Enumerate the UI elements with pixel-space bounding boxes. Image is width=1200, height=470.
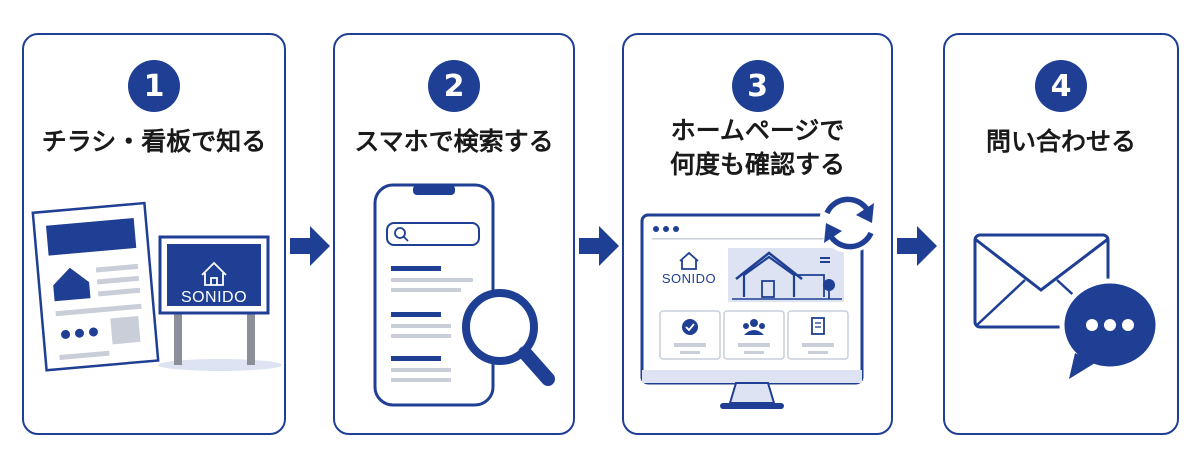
step-number-2: 2 [428,60,480,112]
step-card-3: 3 ホームページで 何度も確認する [622,33,893,435]
signboard-text: SONIDO [180,289,248,306]
step-card-1: 1 チラシ・看板で知る SONIDO [22,33,286,435]
step-title-3-line1: ホームページで [670,116,845,145]
website-logo-text: SONIDO [661,271,717,286]
flyer-icon [31,201,160,372]
step-number-4: 4 [1035,60,1087,112]
magnifier-icon [462,289,555,386]
step-title-4: 問い合わせる [985,127,1136,156]
arrow-right-icon [290,226,330,266]
step-card-4: 4 問い合わせる [943,33,1179,435]
monitor-icon [640,213,864,409]
chat-bubble-icon [1059,278,1161,379]
step-title-3: ホームページで 何度も確認する [624,114,891,182]
step-card-2: 2 スマホで検索する [333,33,575,435]
arrow-right-icon [897,226,937,266]
flyer-signboard-illustration [31,201,282,372]
refresh-icon [819,193,879,253]
smartphone-search-illustration [373,183,555,407]
monitor-website-illustration [640,193,879,409]
signboard-icon [158,235,282,371]
step-title-2: スマホで検索する [354,127,554,156]
arrow-right-icon [579,226,619,266]
step-number-3: 3 [731,60,784,112]
smartphone-icon [373,183,495,407]
contact-illustration [973,233,1161,379]
step-number-1: 1 [128,60,180,112]
step-title-3-line2: 何度も確認する [669,150,845,179]
step-title-1: チラシ・看板で知る [41,127,267,156]
